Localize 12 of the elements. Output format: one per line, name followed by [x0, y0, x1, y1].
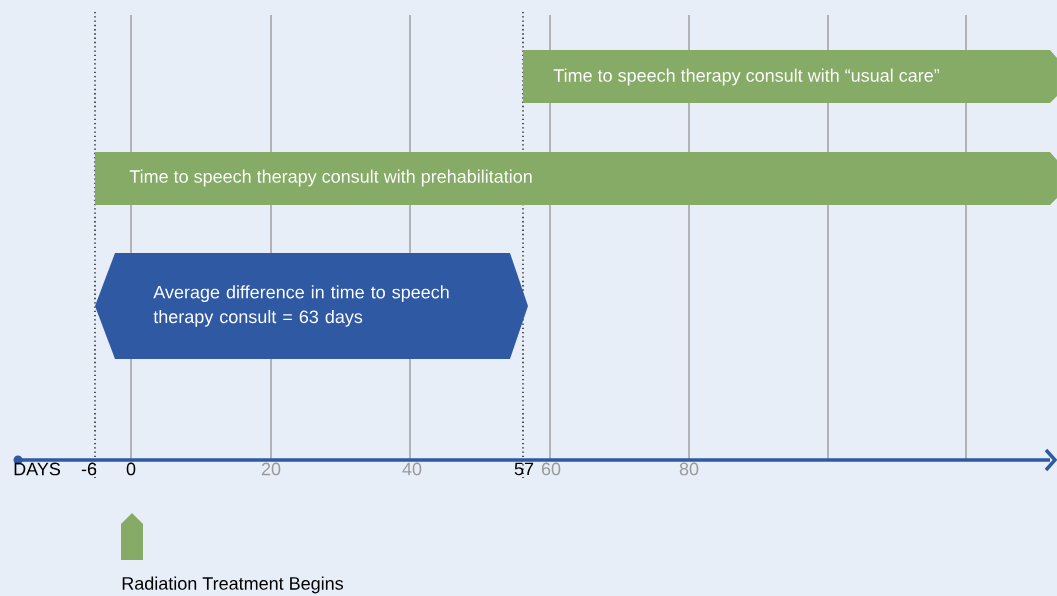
marker-caption: Radiation Treatment Begins [122, 576, 343, 594]
timeline-bar: Time to speech therapy consult with prehabilitation [95, 152, 1057, 205]
axis-title: DAYS [14, 462, 61, 476]
tick-label: 20 [261, 462, 281, 476]
tick-label: 80 [679, 462, 699, 476]
tick-label: -6 [81, 462, 97, 476]
timeline-bar: Time to speech therapy consult with “usual care” [523, 50, 1057, 103]
tick-label: 40 [402, 462, 422, 476]
tick-label: 60 [541, 462, 561, 476]
tick-label: 0 [126, 462, 136, 476]
tick-label: 57 [514, 462, 534, 476]
difference-hexagon: Average difference in time to speech therapy consult = 63 days [95, 253, 528, 359]
